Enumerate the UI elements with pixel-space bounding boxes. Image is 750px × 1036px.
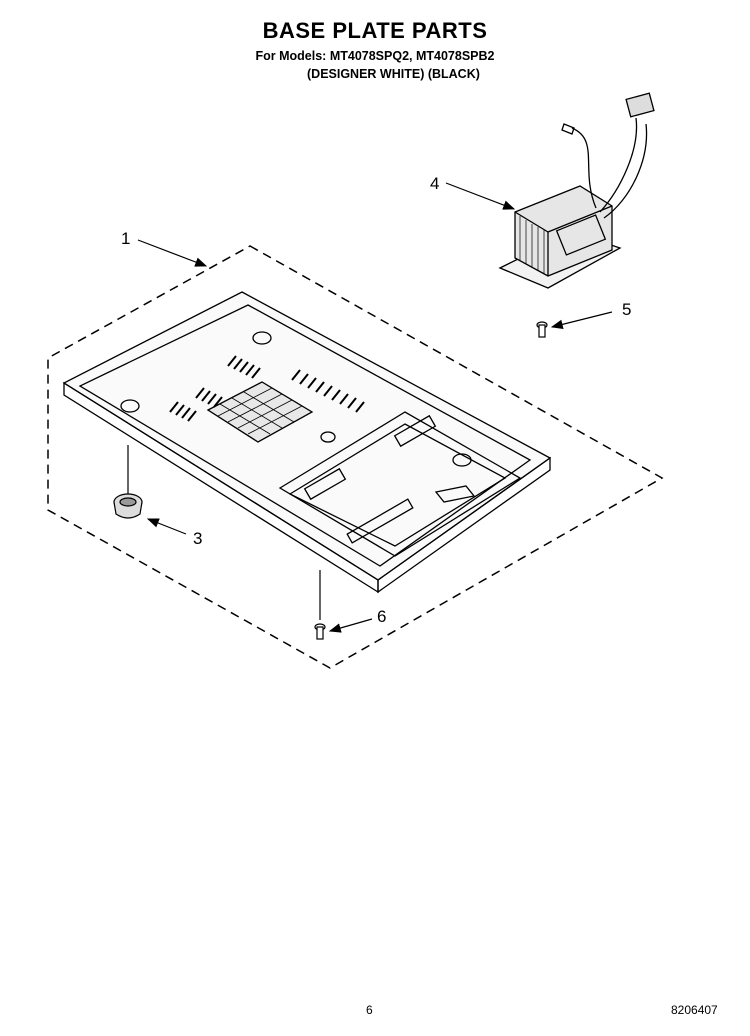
base-plate (62, 291, 552, 594)
page-number: 6 (366, 1003, 373, 1017)
callout-5: 5 (622, 300, 631, 319)
page-title: BASE PLATE PARTS (262, 18, 488, 43)
callout-4: 4 (430, 174, 439, 193)
variants-line: (DESIGNER WHITE) (BLACK) (307, 67, 480, 81)
assembly-boundary (47, 245, 664, 669)
transformer (498, 92, 655, 289)
models-line: For Models: MT4078SPQ2, MT4078SPB2 (255, 49, 495, 63)
screw-6 (314, 623, 326, 640)
arrow-1 (137, 239, 208, 267)
callout-1: 1 (121, 229, 130, 248)
arrow-4 (445, 182, 516, 210)
document-number: 8206407 (671, 1003, 718, 1017)
arrow-5 (550, 311, 613, 330)
callout-3: 3 (193, 529, 202, 548)
foot-3 (113, 493, 143, 519)
screw-5 (536, 321, 548, 338)
callout-6: 6 (377, 607, 386, 626)
arrow-3 (146, 518, 187, 535)
arrow-6 (328, 618, 373, 633)
